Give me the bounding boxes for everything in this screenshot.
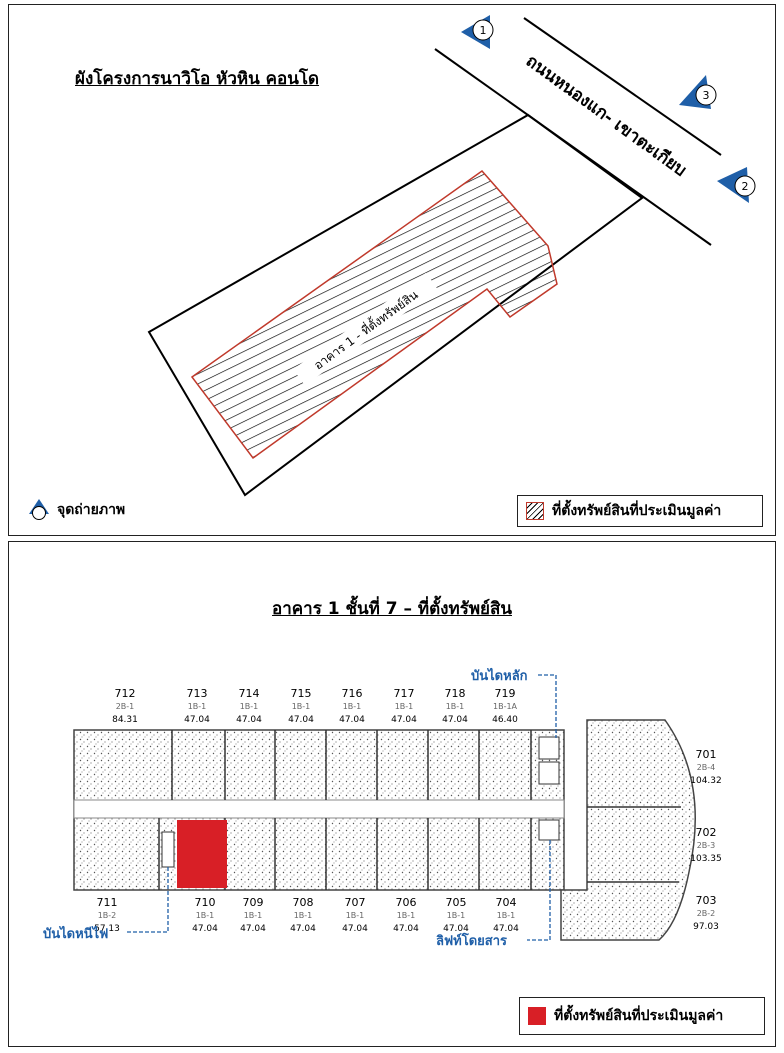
floor-plan-title: อาคาร 1 ชั้นที่ 7 – ที่ตั้งทรัพย์สิน [272,599,512,619]
unit-type: 1B-1 [294,911,313,920]
unit-area: 47.04 [391,715,417,725]
unit-legend-box: ที่ตั้งทรัพย์สินที่ประเมินมูลค่า [519,997,765,1035]
site-plan-panel: ผังโครงการนาวิโอ หัวหิน คอนโด อาคาร 1 - … [8,4,776,536]
svg-text:3: 3 [703,89,710,102]
top-unit-labels: 712 2B-1 84.31 713 1B-1 47.04 714 1B-1 4… [112,687,518,725]
elevator-callout: ลิฟท์โดยสาร [436,840,551,949]
site-legend-box: ที่ตั้งทรัพย์สินที่ประเมินมูลค่า [517,495,763,527]
unit-area: 57.13 [94,924,120,934]
right-wing [560,719,696,941]
red-swatch [528,1007,546,1025]
unit-type: 1B-1A [493,702,518,711]
site-legend-label: ที่ตั้งทรัพย์สินที่ประเมินมูลค่า [552,503,722,519]
unit-number: 717 [394,687,415,700]
unit-number: 719 [495,687,516,700]
unit-type: 1B-1 [397,911,416,920]
photo-point-legend-icon [29,499,49,520]
unit-type: 1B-1 [188,702,207,711]
unit-number: 706 [396,896,417,909]
fire-stair-callout: บันไดหนีไฟ [43,867,169,942]
main-stair-box [538,736,560,760]
unit-number: 708 [293,896,314,909]
bottom-unit-labels: 711 1B-2 57.13 710 1B-1 47.04 709 1B-1 4… [94,896,519,934]
right-unit-labels: 701 2B-4 104.32 702 2B-3 103.35 703 2B-2… [690,748,722,932]
site-plan-title: ผังโครงการนาวิโอ หัวหิน คอนโด [75,69,320,89]
unit-area: 47.04 [493,924,519,934]
svg-text:2: 2 [742,180,749,193]
highlighted-unit-710 [177,820,227,888]
unit-type: 2B-3 [697,841,716,850]
main-stair-callout: บันไดหลัก [471,667,557,738]
unit-area: 103.35 [690,854,722,864]
unit-type: 1B-1 [447,911,466,920]
photo-point-3-icon: 3 [679,75,717,109]
photo-point-legend: จุดถ่ายภาพ [27,498,125,522]
unit-area: 47.04 [236,715,262,725]
unit-area: 47.04 [442,715,468,725]
elevator-box [538,819,560,841]
main-stair-box-2 [538,761,560,785]
floor-plan-drawing: 712 2B-1 84.31 713 1B-1 47.04 714 1B-1 4… [43,667,722,949]
fire-stair-label: บันไดหนีไฟ [43,925,108,942]
elevator-label: ลิฟท์โดยสาร [436,932,507,949]
floor-plan-panel: อาคาร 1 ชั้นที่ 7 – ที่ตั้งทรัพย์สิน [8,541,776,1047]
unit-type: 2B-2 [697,909,716,918]
unit-type: 1B-1 [244,911,263,920]
unit-area: 46.40 [492,715,518,725]
unit-number: 715 [291,687,312,700]
unit-type: 1B-1 [446,702,465,711]
road-edge-right [523,17,722,156]
unit-area: 47.04 [393,924,419,934]
unit-number: 710 [195,896,216,909]
hatch-swatch [526,502,544,520]
unit-area: 84.31 [112,715,138,725]
unit-type: 1B-1 [240,702,259,711]
unit-area: 47.04 [288,715,314,725]
svg-text:1: 1 [480,24,487,37]
unit-number: 707 [345,896,366,909]
unit-number: 709 [243,896,264,909]
unit-area: 104.32 [690,776,722,786]
unit-number: 704 [496,896,517,909]
right-wing-walls [587,806,681,883]
unit-type: 2B-4 [697,763,716,772]
photo-point-2-icon: 2 [717,167,756,203]
unit-type: 1B-2 [98,911,117,920]
unit-type: 1B-1 [395,702,414,711]
site-plan-drawing: อาคาร 1 - ที่ตั้งทรัพย์สิน ถนนหนองแก- เข… [147,15,756,497]
unit-type: 1B-1 [196,911,215,920]
unit-number: 702 [696,826,717,839]
unit-area: 97.03 [693,922,719,932]
unit-number: 713 [187,687,208,700]
unit-area: 47.04 [184,715,210,725]
unit-area: 47.04 [339,715,365,725]
unit-number: 712 [115,687,136,700]
unit-type: 1B-1 [346,911,365,920]
unit-area: 47.04 [240,924,266,934]
top-row-walls [171,730,532,800]
unit-type: 1B-1 [497,911,516,920]
bottom-row-walls [158,818,532,890]
photo-point-1-icon: 1 [461,15,494,49]
unit-number: 711 [97,896,118,909]
corridor [73,799,565,819]
fire-stair-box [161,831,175,868]
unit-area: 47.04 [290,924,316,934]
land-plot [147,113,644,497]
unit-number: 718 [445,687,466,700]
unit-number: 701 [696,748,717,761]
unit-number: 716 [342,687,363,700]
photo-point-legend-label: จุดถ่ายภาพ [57,502,126,518]
unit-area: 47.04 [192,924,218,934]
unit-type: 1B-1 [292,702,311,711]
unit-number: 714 [239,687,260,700]
unit-type: 1B-1 [343,702,362,711]
main-stair-label: บันไดหลัก [471,667,528,684]
unit-area: 47.04 [342,924,368,934]
unit-legend-label: ที่ตั้งทรัพย์สินที่ประเมินมูลค่า [554,1008,724,1024]
unit-number: 703 [696,894,717,907]
unit-type: 2B-1 [116,702,135,711]
unit-number: 705 [446,896,467,909]
unit-area: 47.04 [443,924,469,934]
